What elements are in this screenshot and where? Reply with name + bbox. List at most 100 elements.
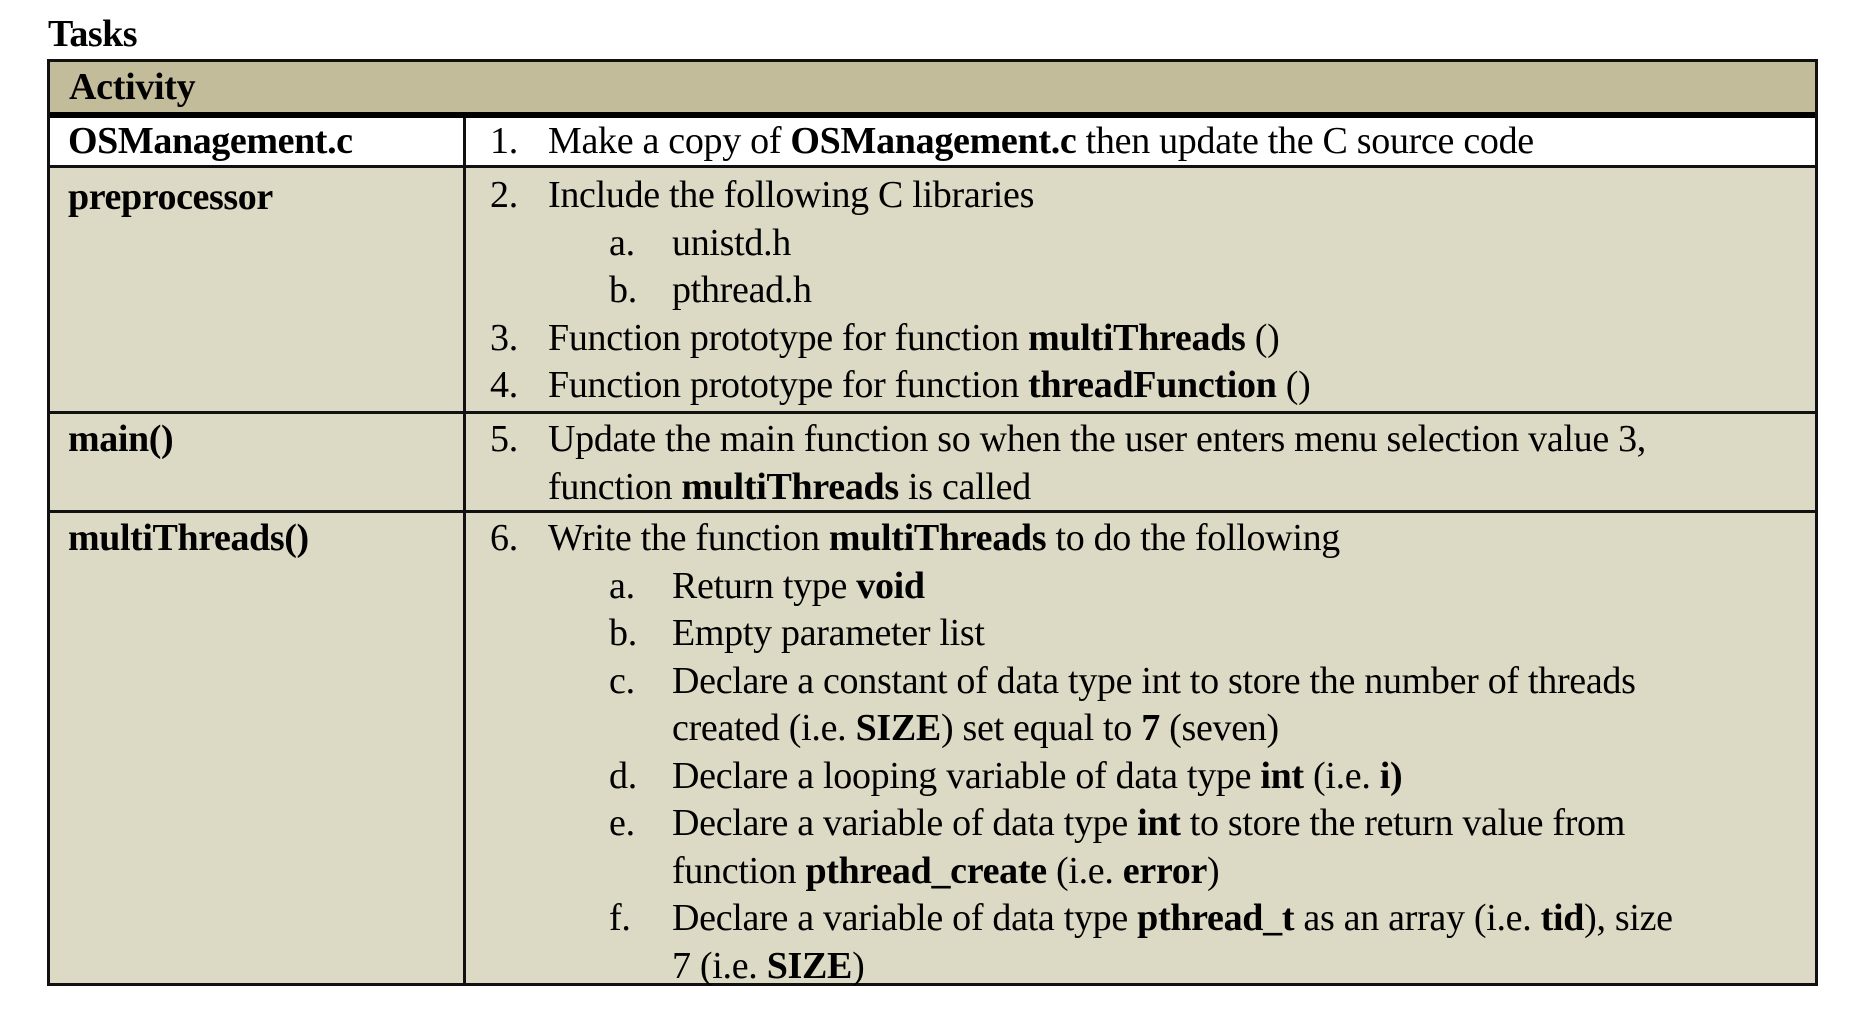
row-label: multiThreads() [68, 517, 309, 559]
item-text: is called [898, 465, 1031, 508]
list-item: 5. Update the main function so when the u… [490, 416, 1647, 464]
item-text: function [548, 465, 682, 508]
list-item: function multiThreads is called [548, 464, 1031, 512]
emphasized-text: error [1122, 849, 1208, 892]
row-content-cell: 5. Update the main function so when the u… [466, 414, 1815, 510]
row-label: preprocessor [68, 176, 273, 218]
list-marker: 1. [490, 120, 518, 162]
item-text: Return type [672, 564, 857, 607]
section-title: Tasks [48, 13, 138, 55]
sub-list-item: e. Declare a variable of data type int to… [609, 800, 1626, 848]
item-text: as an array (i.e. [1294, 897, 1541, 939]
item-text: then update the C source code [1076, 120, 1535, 162]
emphasized-text: SIZE [855, 707, 942, 749]
item-text: ), size [1584, 897, 1673, 939]
item-text: to do the following [1046, 517, 1341, 559]
emphasized-text: multiThreads [1028, 316, 1246, 359]
table-header: Activity [50, 62, 1815, 118]
item-text: (i.e. [1046, 849, 1123, 892]
row-content-cell: 6. Write the function multiThreads to do … [466, 513, 1815, 987]
table-row-preprocessor: preprocessor 2. Include the following C l… [50, 165, 1815, 411]
list-marker: 3. [490, 316, 518, 359]
list-marker: 6. [490, 517, 518, 559]
table-row-osmanagement: OSManagement.c 1. Make a copy of OSManage… [50, 118, 1815, 165]
item-text: Write the function [548, 517, 829, 559]
row-label-cell: OSManagement.c [50, 118, 466, 165]
header-activity: Activity [69, 66, 196, 108]
row-label-cell: multiThreads() [50, 513, 466, 983]
row-label-cell: main() [50, 414, 466, 510]
list-item: 1. Make a copy of OSManagement.c then upd… [490, 118, 1535, 166]
item-text: Empty parameter list [672, 612, 985, 654]
emphasized-text: int [1137, 802, 1181, 844]
list-marker: 2. [490, 174, 518, 216]
row-content-cell: 1. Make a copy of OSManagement.c then upd… [466, 118, 1815, 165]
emphasized-text: void [856, 564, 925, 607]
item-text: (i.e. [1303, 754, 1380, 797]
item-text: pthread.h [672, 269, 812, 311]
sub-list-item: f. Declare a variable of data type pthrea… [609, 895, 1673, 943]
emphasized-text: 7 [1141, 707, 1160, 749]
sub-list-item: created (i.e. SIZE) set equal to 7 (seve… [672, 705, 1279, 753]
list-marker: e. [609, 802, 635, 844]
table-row-main: main() 5. Update the main function so whe… [50, 411, 1815, 510]
list-marker: c. [609, 659, 635, 702]
sub-list-item: d. Declare a looping variable of data typ… [609, 753, 1403, 801]
item-text: Function prototype for function [548, 364, 1029, 406]
item-text: Make a copy of [548, 120, 791, 162]
row-label: main() [68, 418, 174, 460]
list-item: 2. Include the following C libraries [490, 172, 1035, 220]
list-marker: 5. [490, 418, 518, 460]
item-text: ) set equal to [940, 707, 1142, 749]
emphasized-text: OSManagement.c [790, 120, 1077, 162]
row-content-cell: 2. Include the following C libraries a. uni… [466, 168, 1815, 411]
emphasized-text: i) [1379, 754, 1403, 797]
sub-list-item: b. Empty parameter list [609, 610, 985, 658]
item-text: Declare a constant of data type int to s… [672, 659, 1636, 702]
list-marker: b. [609, 269, 637, 311]
emphasized-text: pthread_t [1137, 897, 1295, 939]
emphasized-text: tid [1540, 897, 1585, 939]
sub-list-item: 7 (i.e. SIZE) [672, 943, 865, 991]
item-text: ) [852, 944, 865, 987]
item-text: function [672, 849, 806, 892]
tasks-table: Activity OSManagement.c 1. Make a copy of… [47, 59, 1818, 987]
sub-list-item: c. Declare a constant of data type int to… [609, 658, 1636, 706]
sub-list-item: b. pthread.h [609, 267, 812, 315]
item-text: unistd.h [672, 221, 792, 264]
item-text: (seven) [1159, 707, 1279, 749]
list-item: 3. Function prototype for function multiT… [490, 315, 1280, 363]
item-text: Declare a looping variable of data type [672, 754, 1261, 797]
list-item: 4. Function prototype for function thread… [490, 362, 1311, 410]
emphasized-text: threadFunction [1028, 364, 1277, 406]
table-row-multithreads: multiThreads() 6. Write the function mult… [50, 510, 1815, 987]
sub-list-item: a. unistd.h [609, 220, 792, 268]
item-text: Update the main function so when the use… [548, 418, 1647, 460]
item-text: Include the following C libraries [548, 174, 1035, 216]
item-text: Function prototype for function [548, 316, 1029, 359]
list-marker: d. [609, 754, 637, 797]
item-text: Declare a variable of data type [672, 897, 1138, 939]
emphasized-text: multiThreads [828, 517, 1047, 559]
list-marker: f. [609, 897, 631, 939]
row-label: OSManagement.c [68, 120, 353, 162]
item-text: () [1245, 316, 1280, 359]
list-marker: b. [609, 612, 637, 654]
list-item: 6. Write the function multiThreads to do … [490, 515, 1341, 563]
list-marker: a. [609, 564, 635, 607]
list-marker: 4. [490, 364, 518, 406]
emphasized-text: multiThreads [681, 465, 899, 508]
item-text: ) [1207, 849, 1220, 892]
item-text: 7 (i.e. [672, 944, 767, 987]
item-text: Declare a variable of data type [672, 802, 1138, 844]
emphasized-text: int [1260, 754, 1304, 797]
emphasized-text: SIZE [766, 944, 853, 987]
sub-list-item: a. Return type void [609, 563, 925, 611]
emphasized-text: pthread_create [805, 849, 1047, 892]
list-marker: a. [609, 221, 635, 264]
item-text: created (i.e. [672, 707, 856, 749]
item-text: to store the return value from [1180, 802, 1626, 844]
row-label-cell: preprocessor [50, 168, 466, 411]
sub-list-item: function pthread_create (i.e. error) [672, 848, 1220, 896]
item-text: () [1276, 364, 1311, 406]
